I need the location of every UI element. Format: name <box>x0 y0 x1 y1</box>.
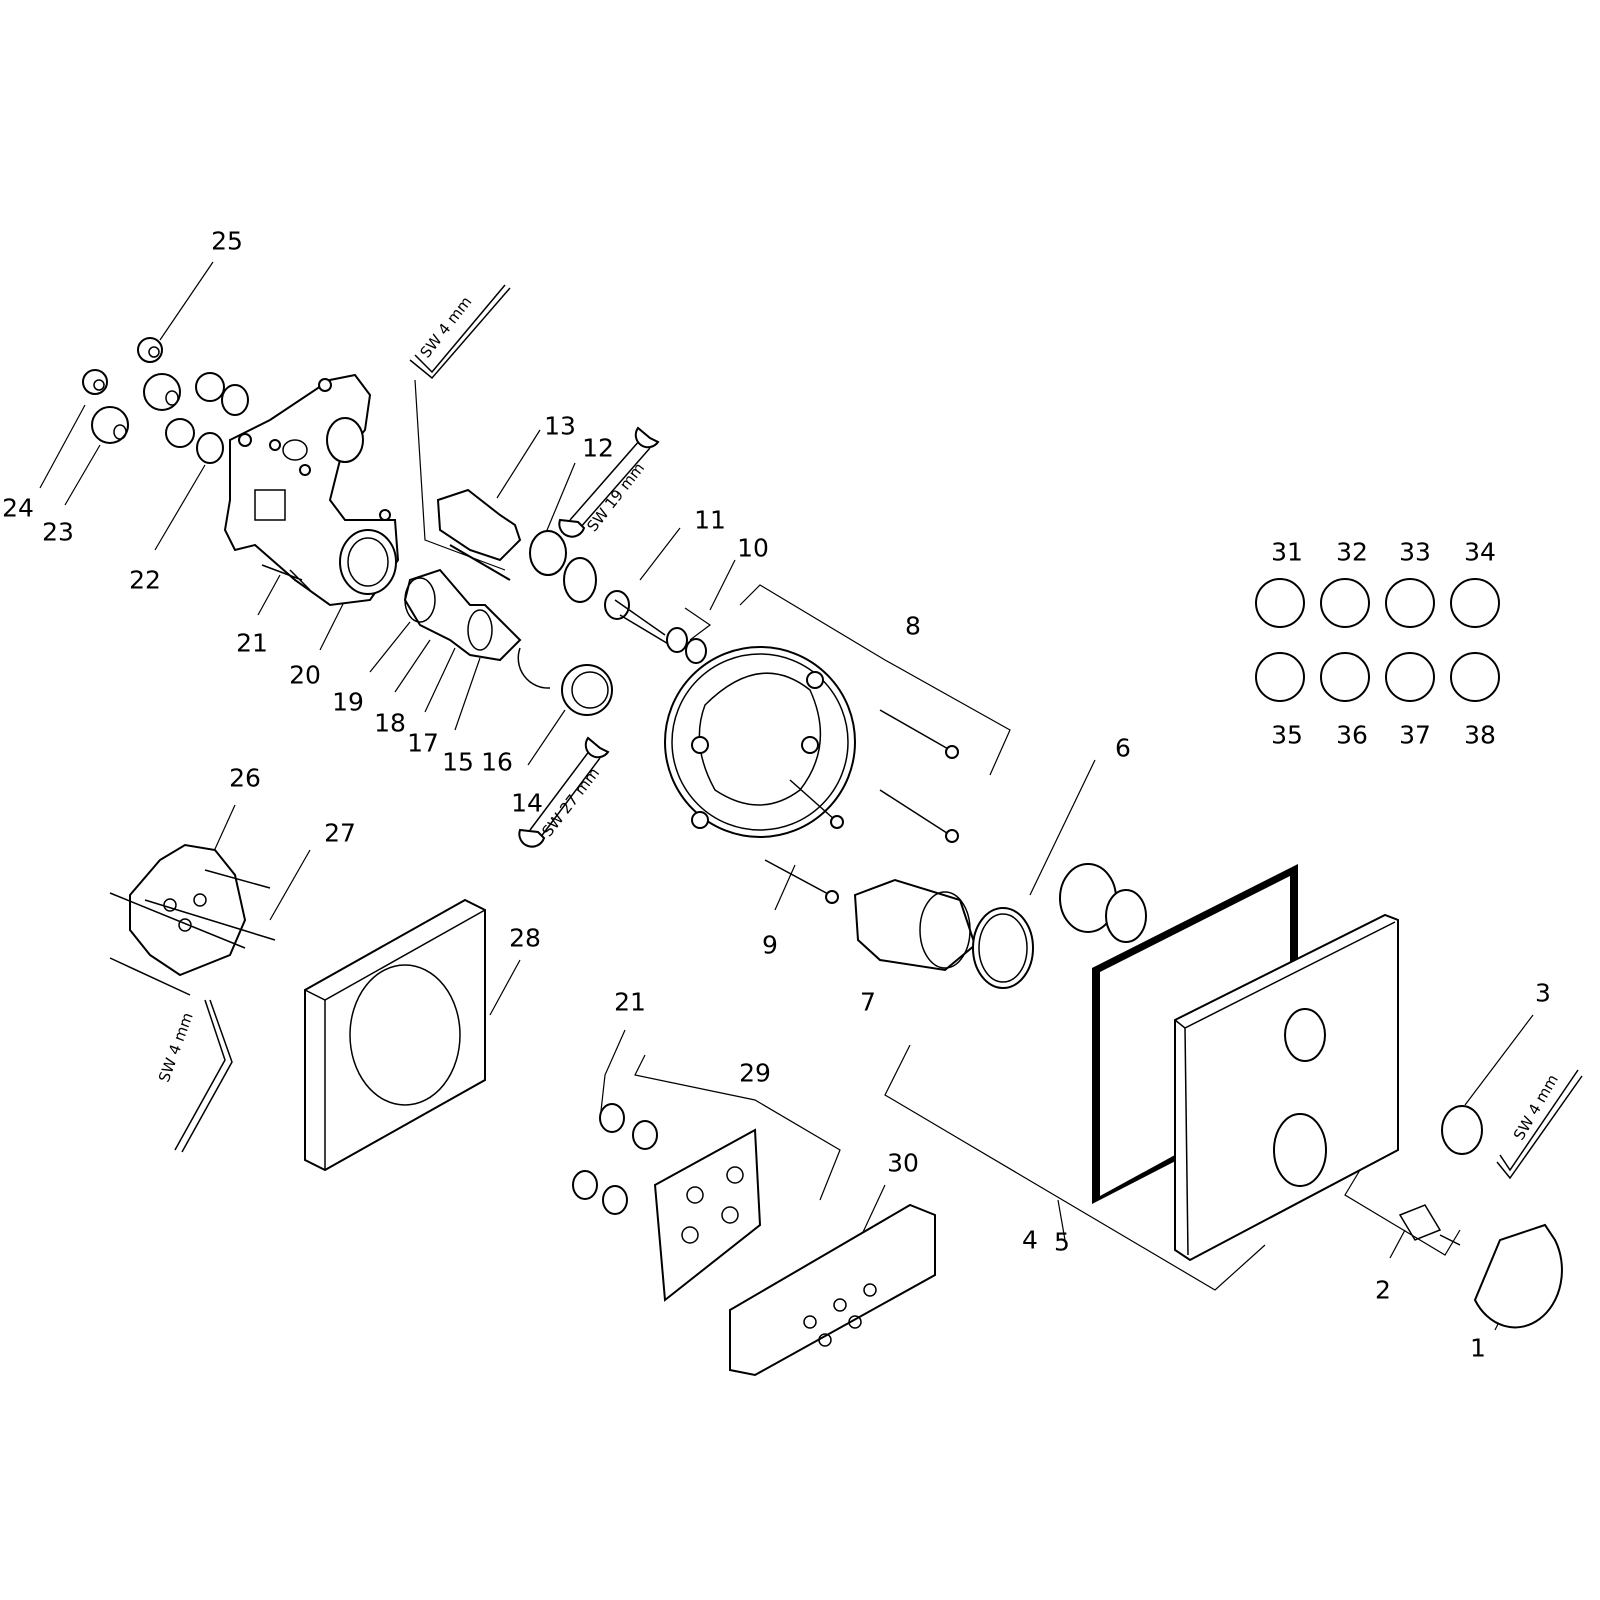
cover-28 <box>304 898 486 1172</box>
label-part-3: 3 <box>1535 978 1551 1008</box>
label-part-8: 8 <box>905 611 921 641</box>
label-part-11: 11 <box>694 505 726 535</box>
label-part-6: 6 <box>1115 733 1131 763</box>
label-part-12: 12 <box>582 433 614 463</box>
screws-9 <box>764 709 959 904</box>
label-part-14: 14 <box>511 788 543 818</box>
function-buttons-31-38 <box>1255 578 1500 702</box>
label-part-38: 38 <box>1464 720 1496 750</box>
thermostat-body <box>223 373 400 607</box>
label-part-30: 30 <box>887 1148 919 1178</box>
label-part-2: 2 <box>1375 1275 1391 1305</box>
mounting-ring-8 <box>664 646 856 838</box>
label-part-13: 13 <box>544 411 576 441</box>
label-part-25: 25 <box>211 226 243 256</box>
label-part-7: 7 <box>860 987 876 1017</box>
label-part-37: 37 <box>1399 720 1431 750</box>
seals-21-plate-29 <box>572 1103 762 1302</box>
label-part-16: 16 <box>481 747 513 777</box>
label-part-19: 19 <box>332 687 364 717</box>
leader-lines <box>39 261 1534 1331</box>
label-part-26: 26 <box>229 763 261 793</box>
label-part-21-top: 21 <box>236 628 268 658</box>
extension-7-6 <box>853 863 1147 989</box>
label-part-29: 29 <box>739 1058 771 1088</box>
label-part-9: 9 <box>762 930 778 960</box>
label-part-32: 32 <box>1336 537 1368 567</box>
label-part-21-bottom: 21 <box>614 987 646 1017</box>
label-part-35: 35 <box>1271 720 1303 750</box>
knob-parts-1-3 <box>1398 1105 1563 1329</box>
label-part-15: 15 <box>442 747 474 777</box>
label-part-36: 36 <box>1336 720 1368 750</box>
label-part-1: 1 <box>1470 1333 1486 1363</box>
label-part-27: 27 <box>324 818 356 848</box>
cartridge-15-19 <box>403 568 613 716</box>
label-part-24: 24 <box>2 493 34 523</box>
label-part-5: 5 <box>1054 1227 1070 1257</box>
label-part-20: 20 <box>289 660 321 690</box>
label-part-33: 33 <box>1399 537 1431 567</box>
label-part-28: 28 <box>509 923 541 953</box>
label-part-10: 10 <box>737 533 769 563</box>
label-part-18: 18 <box>374 708 406 738</box>
parts-10-13 <box>436 488 707 664</box>
label-part-31: 31 <box>1271 537 1303 567</box>
cover-plate-4-5 <box>1092 864 1399 1262</box>
label-part-22: 22 <box>129 565 161 595</box>
label-part-17: 17 <box>407 728 439 758</box>
label-part-34: 34 <box>1464 537 1496 567</box>
tool-drawings <box>174 284 1583 1180</box>
label-part-23: 23 <box>42 517 74 547</box>
template-30 <box>729 1203 936 1377</box>
label-part-4: 4 <box>1022 1225 1038 1255</box>
fittings-22-25 <box>82 337 249 464</box>
mounting-plate-26-27 <box>109 843 276 996</box>
